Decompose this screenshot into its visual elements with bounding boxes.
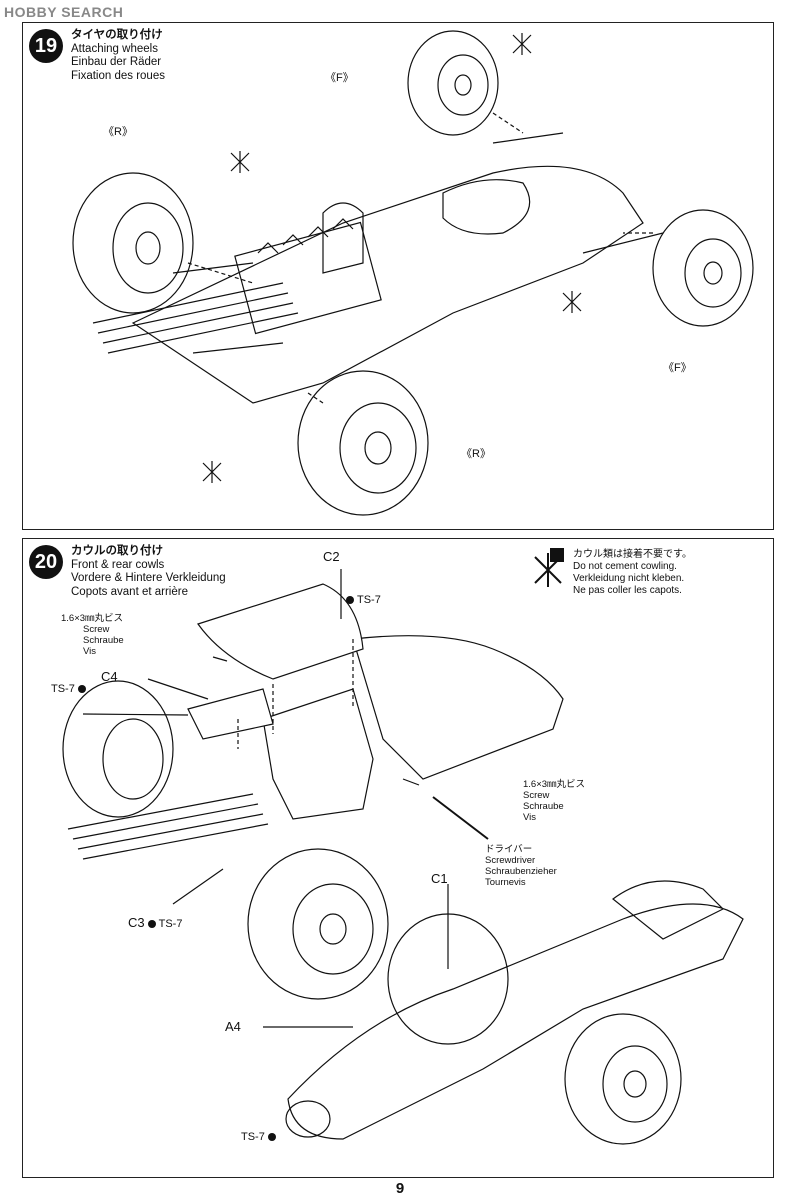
paint-label-c2: TS-7 bbox=[343, 594, 381, 606]
note-fr: Ne pas coller les capots. bbox=[573, 585, 682, 596]
step-title-fr: Copots avant et arrière bbox=[71, 585, 188, 598]
screwdriver-label: ドライバー Screwdriver Schraubenzieher Tourne… bbox=[485, 844, 557, 888]
step-number-badge: 19 bbox=[29, 29, 63, 63]
screwdriver-en: Screwdriver bbox=[485, 855, 536, 866]
screw-left-de: Schraube bbox=[83, 635, 124, 646]
step-title-de: Vordere & Hintere Verkleidung bbox=[71, 572, 226, 584]
part-label-c4: C4 bbox=[101, 669, 118, 684]
front-wheel-label-top: 《F》 bbox=[325, 72, 354, 84]
cowl-assembly-illustration bbox=[62, 569, 744, 1145]
note-de: Verkleidung nicht kleben. bbox=[573, 573, 685, 584]
part-label-c2: C2 bbox=[323, 549, 340, 564]
screwdriver-fr: Tournevis bbox=[485, 877, 526, 888]
rear-wheel-label-left: 《R》 bbox=[103, 126, 133, 138]
screw-left-label: 1.6×3㎜丸ビス Screw Schraube Vis bbox=[61, 613, 124, 657]
screw-right-fr: Vis bbox=[523, 812, 537, 823]
watermark-logo: HOBBY SEARCH bbox=[4, 4, 124, 20]
step-title-jp: タイヤの取り付け bbox=[71, 29, 163, 41]
screwdriver-jp: ドライバー bbox=[485, 844, 533, 855]
note-en: Do not cement cowling. bbox=[573, 561, 677, 572]
step-title-fr: Fixation des roues bbox=[71, 69, 165, 82]
screw-left-size: 1.6×3㎜丸ビス bbox=[61, 613, 124, 624]
screw-right-size: 1.6×3㎜丸ビス bbox=[523, 779, 586, 790]
note-jp: カウル類は接着不要です。 bbox=[573, 549, 692, 560]
step-number-badge: 20 bbox=[29, 545, 63, 579]
front-wheel-label-right: 《F》 bbox=[663, 362, 692, 374]
screwdriver-de: Schraubenzieher bbox=[485, 866, 557, 877]
paint-label-c4: TS-7 bbox=[51, 683, 89, 695]
screw-left-en: Screw bbox=[83, 624, 110, 635]
step-title-en: Attaching wheels bbox=[71, 42, 158, 55]
part-label-a4: A4 bbox=[225, 1019, 241, 1034]
screw-right-en: Screw bbox=[523, 790, 550, 801]
step-20-panel: 20 カウルの取り付け Front & rear cowls Vordere &… bbox=[22, 538, 774, 1178]
paint-label-a4: TS-7 bbox=[241, 1131, 279, 1143]
step-title-en: Front & rear cowls bbox=[71, 558, 165, 571]
screw-left-fr: Vis bbox=[83, 646, 97, 657]
step-title-block: カウルの取り付け Front & rear cowls Vordere & Hi… bbox=[71, 545, 226, 599]
step-title-block: タイヤの取り付け Attaching wheels Einbau der Räd… bbox=[71, 29, 165, 83]
chassis-wheel-illustration bbox=[72, 30, 754, 516]
step-title-de: Einbau der Räder bbox=[71, 56, 162, 68]
no-cement-note: カウル類は接着不要です。 Do not cement cowling. Verk… bbox=[573, 549, 692, 597]
part-label-c1: C1 bbox=[431, 871, 448, 886]
screw-right-de: Schraube bbox=[523, 801, 564, 812]
page-number: 9 bbox=[395, 1180, 405, 1197]
step-title-jp: カウルの取り付け bbox=[71, 545, 163, 557]
rear-wheel-label-bottom: 《R》 bbox=[461, 448, 491, 460]
no-cement-icon bbox=[534, 548, 564, 587]
step-19-panel: 19 タイヤの取り付け Attaching wheels Einbau der … bbox=[22, 22, 774, 530]
screw-right-label: 1.6×3㎜丸ビス Screw Schraube Vis bbox=[523, 779, 585, 823]
